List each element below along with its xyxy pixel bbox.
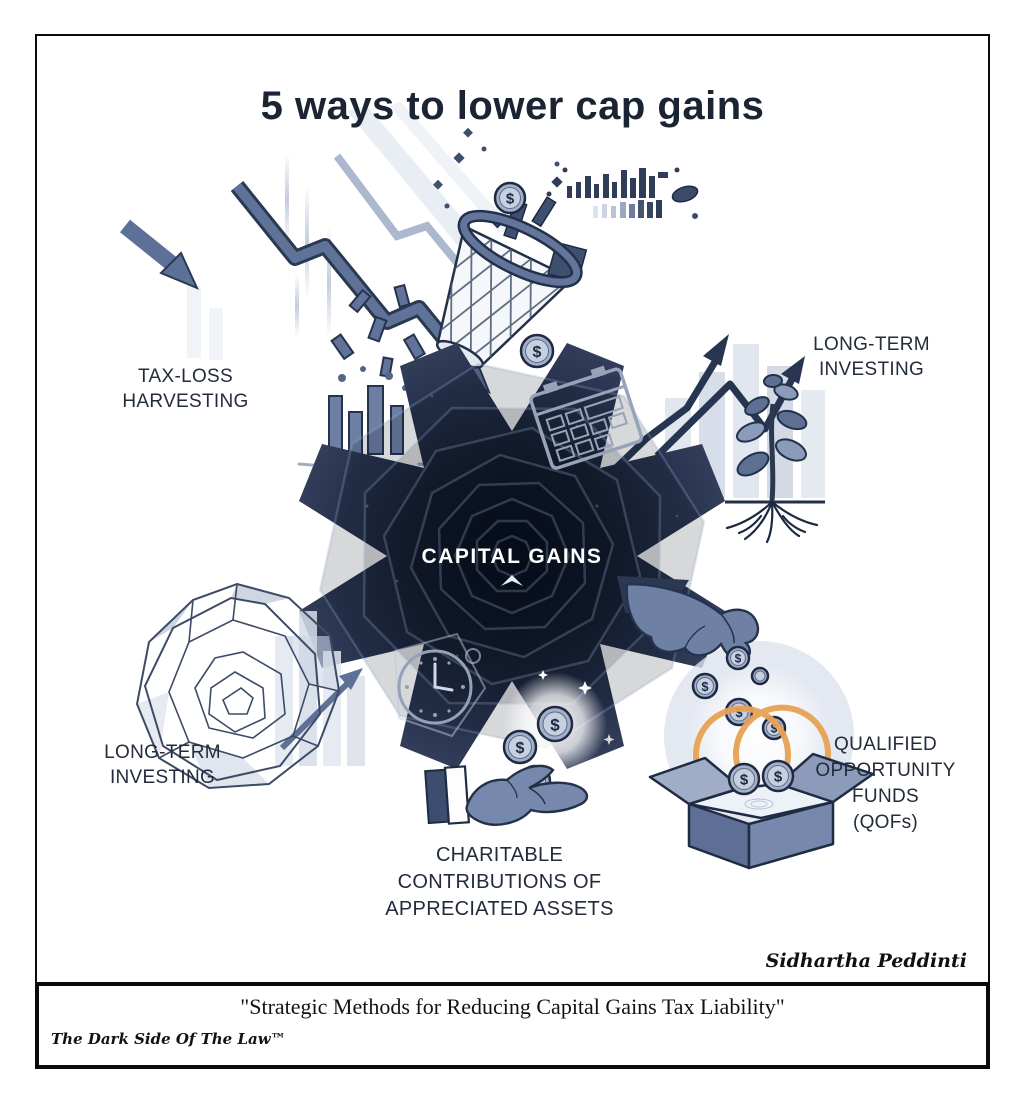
label-qualified-opportunity-funds: QUALIFIED OPPORTUNITY FUNDS (QOFs) — [815, 734, 956, 833]
capital-gains-star: $ CAPITAL GAINS — [299, 343, 725, 776]
label-long-term-investing-left: LONG-TERM INVESTING — [104, 742, 221, 788]
coin-icon: $ — [502, 729, 538, 765]
svg-text:$: $ — [735, 652, 742, 666]
coin-icon: $ — [725, 645, 751, 671]
illustration-canvas: $ $ — [119, 102, 875, 870]
label-charitable-contributions: CHARITABLE CONTRIBUTIONS OF APPRECIATED … — [385, 844, 614, 920]
mesh-basket-coins-icon: $ $ — [413, 127, 699, 444]
star-spiral-rings — [318, 362, 706, 750]
hand-dropping-coins-into-box-icon: $ $ $ $ — [617, 576, 875, 870]
svg-text:$: $ — [701, 679, 709, 694]
svg-text:$: $ — [533, 344, 542, 361]
caption-quote: "Strategic Methods for Reducing Capital … — [240, 994, 785, 1019]
calendar-icon — [529, 365, 644, 470]
open-palm — [465, 764, 589, 826]
open-box-icon — [648, 752, 875, 870]
orange-arcs — [693, 704, 831, 774]
svg-text:$: $ — [550, 716, 560, 735]
crumbling-bars-icon — [546, 167, 699, 219]
coin-icon: $ — [519, 333, 555, 369]
coin-icon: $ — [691, 672, 719, 700]
illustration-frame: $ $ — [35, 34, 990, 984]
label-long-term-investing-top: LONG-TERM INVESTING — [813, 334, 930, 380]
giving-hand-coins-icon: $ $ — [424, 729, 589, 826]
caption-band: "Strategic Methods for Reducing Capital … — [35, 982, 990, 1069]
clock-icon — [393, 632, 487, 738]
trademark-text: The Dark Side Of The Law™ — [51, 1030, 286, 1048]
coin-icon: $ — [727, 762, 761, 796]
svg-text:$: $ — [735, 705, 743, 720]
svg-text:$: $ — [771, 722, 778, 736]
coin-icon: $ — [761, 759, 795, 793]
svg-text:$: $ — [774, 769, 783, 786]
page-title: 5 ways to lower cap gains — [260, 84, 765, 128]
artist-signature: Sidhartha Peddinti — [765, 950, 967, 972]
svg-text:$: $ — [506, 191, 515, 208]
coin-icon: $ — [493, 181, 527, 215]
svg-text:$: $ — [740, 772, 749, 789]
sparkle-icon — [538, 670, 615, 745]
star-body — [299, 343, 725, 769]
center-label: CAPITAL GAINS — [422, 545, 603, 568]
wireframe-sphere-icon — [135, 582, 365, 790]
label-tax-loss-harvesting: TAX-LOSS HARVESTING — [122, 366, 249, 412]
svg-text:$: $ — [516, 740, 525, 757]
center-arrow-icon — [501, 575, 523, 586]
coin-icon — [750, 666, 770, 686]
